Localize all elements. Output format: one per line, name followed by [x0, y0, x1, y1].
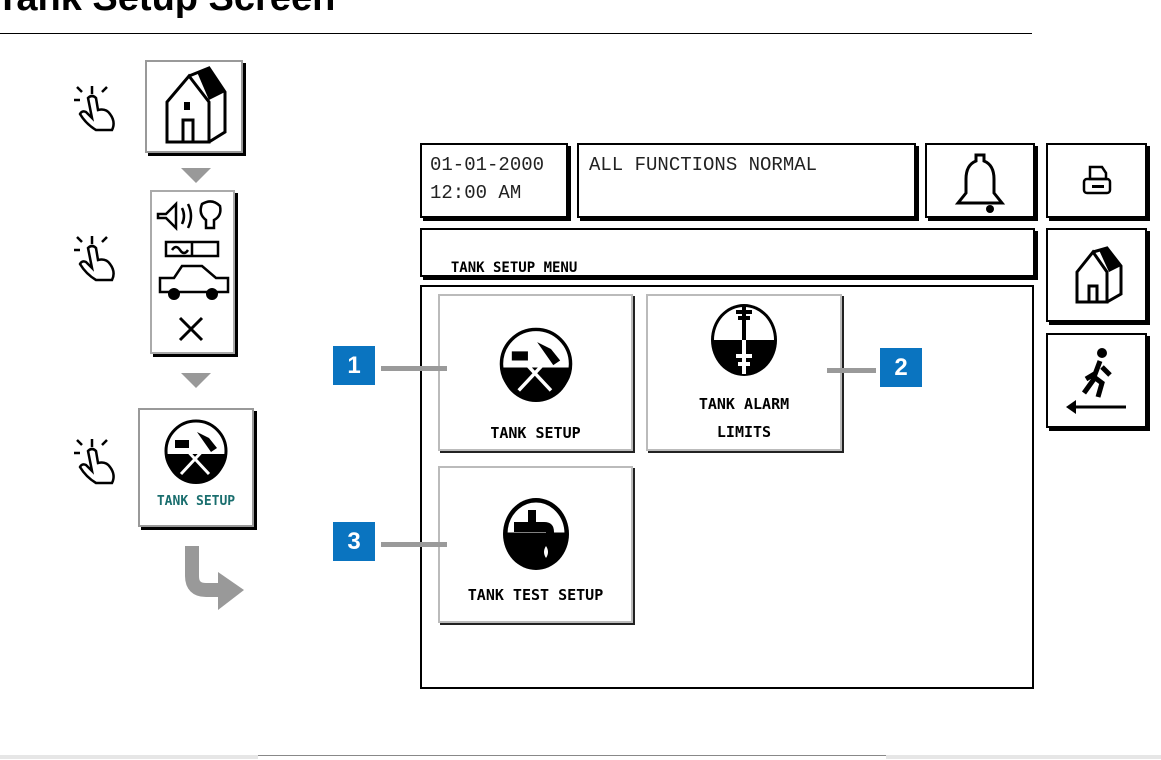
tank-alarm-limits-button[interactable]: TANK ALARM LIMITS: [646, 294, 842, 451]
curved-arrow-icon: [185, 546, 244, 610]
tank-alarm-label: TANK ALARM LIMITS: [648, 390, 840, 446]
lightbulb-icon: [199, 200, 222, 230]
down-arrow-icon: [181, 373, 211, 388]
time-text: 12:00 AM: [430, 182, 522, 204]
bottom-scroll-bar[interactable]: [258, 755, 886, 760]
callout-1: 1: [333, 346, 375, 385]
tank-test-setup-button[interactable]: TANK TEST SETUP: [438, 466, 633, 623]
status-display: ALL FUNCTIONS NORMAL: [577, 143, 916, 218]
menu-title-bar: TANK SETUP MENU: [420, 228, 1035, 277]
tools-icon: [178, 316, 204, 342]
menu-title: TANK SETUP MENU: [450, 260, 578, 276]
menu-icons-panel[interactable]: [150, 190, 235, 354]
down-arrow-icon: [181, 168, 211, 183]
bell-icon: [954, 153, 1006, 213]
home-nav-button[interactable]: [1046, 228, 1147, 322]
status-text: ALL FUNCTIONS NORMAL: [589, 154, 818, 176]
home-button[interactable]: [145, 60, 243, 153]
tank-setup-selected-button[interactable]: TANK SETUP: [138, 408, 254, 527]
label-line: LIMITS: [716, 423, 772, 441]
house-icon: [165, 66, 227, 144]
leader-line: [381, 542, 447, 547]
page-title: Tank Setup Screen: [0, 0, 335, 20]
tank-setup-button[interactable]: TANK SETUP: [438, 294, 633, 451]
leader-line: [827, 368, 876, 373]
back-button[interactable]: [1046, 333, 1147, 428]
leader-line: [381, 366, 447, 371]
alarm-button[interactable]: [925, 143, 1035, 218]
date-time-display: 01-01-2000 12:00 AM: [420, 143, 568, 218]
tank-setup-icon: [164, 419, 228, 484]
selected-label: TANK SETUP: [156, 494, 236, 509]
printer-icon: [1082, 165, 1111, 195]
tap-hand-icon: [74, 236, 115, 282]
tow-truck-icon: [158, 264, 230, 294]
tank-test-setup-label: TANK TEST SETUP: [467, 586, 604, 604]
callout-2: 2: [880, 348, 922, 387]
house-icon: [1075, 246, 1122, 304]
callout-3: 3: [333, 522, 375, 561]
exit-runner-icon: [1065, 348, 1126, 414]
tap-hand-icon: [74, 86, 115, 132]
tank-setup-icon: [499, 327, 572, 402]
label-line: TANK ALARM: [698, 395, 790, 413]
tap-hand-icon: [74, 439, 115, 485]
tank-test-icon: [502, 498, 569, 570]
speaker-icon: [156, 200, 178, 232]
tank-alarm-icon: [711, 304, 777, 376]
print-button[interactable]: [1046, 143, 1147, 218]
date-text: 01-01-2000: [430, 154, 545, 176]
title-rule: [0, 33, 1032, 34]
tank-setup-label: TANK SETUP: [490, 424, 581, 442]
